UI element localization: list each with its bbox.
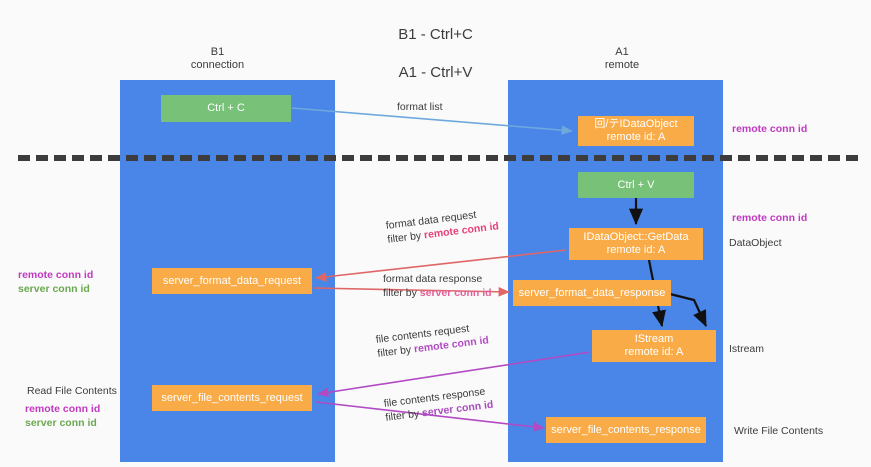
annotation-remote-conn-id-top-text: remote conn id <box>732 123 808 135</box>
filter-prefix: filter by <box>376 343 415 360</box>
annotation-left-server-conn-id: server conn id <box>18 283 90 295</box>
edge-label-format-data-response-line2: filter by server conn id <box>383 286 492 300</box>
annotation-left-conn-ids-2: remote conn id server conn id <box>25 402 100 430</box>
filter-prefix: filter by <box>384 407 423 424</box>
annotation-write-file-contents-text: Write File Contents <box>734 425 824 437</box>
edge-label-format-data-response-line1: format data response <box>383 273 483 285</box>
node-ctrl-v-label: Ctrl + V <box>617 178 655 191</box>
node-istream-text: IStream remote id: A <box>625 333 684 359</box>
node-ctrl-c[interactable]: Ctrl + C <box>161 95 291 122</box>
annotation-istream-text: Istream <box>729 343 765 355</box>
annotation-write-file-contents: Write File Contents <box>734 424 823 438</box>
node-ctrl-v[interactable]: Ctrl + V <box>578 172 694 198</box>
node-istream-line2: remote id: A <box>624 346 684 358</box>
annotation-dataobject-text: DataObject <box>729 237 782 249</box>
annotation-istream: Istream <box>729 342 764 356</box>
column-header-b1-line2: connection <box>190 59 245 71</box>
edge-label-file-contents-response: file contents response filter by server … <box>383 384 494 425</box>
node-idataobject-getdata[interactable]: IDataObject::GetData remote id: A <box>569 228 703 260</box>
node-istream[interactable]: IStream remote id: A <box>592 330 716 362</box>
column-header-b1-line1: B1 <box>210 46 225 58</box>
filter-prefix: filter by <box>383 287 420 299</box>
node-server-file-contents-request[interactable]: server_file_contents_request <box>152 385 312 411</box>
annotation-remote-conn-id-mid-text: remote conn id <box>732 212 808 224</box>
annotation-read-file-contents: Read File Contents <box>27 384 117 398</box>
node-idataobject-line1: 回/テIDataObject <box>594 118 678 130</box>
title-line-1: B1 - Ctrl+C <box>398 26 473 43</box>
annotation-dataobject: DataObject <box>729 236 782 250</box>
node-istream-line1: IStream <box>634 333 674 345</box>
filter-prefix: filter by <box>386 229 425 246</box>
node-ctrl-c-label: Ctrl + C <box>207 102 245 114</box>
node-idataobject-line2: remote id: A <box>606 131 666 143</box>
node-server-format-data-response[interactable]: server_format_data_response <box>513 280 671 306</box>
column-header-a1-line2: remote <box>604 59 640 71</box>
annotation-read-file-contents-text: Read File Contents <box>27 385 117 397</box>
node-server-format-data-request[interactable]: server_format_data_request <box>152 268 312 294</box>
node-server-file-contents-response-label: server_file_contents_response <box>551 423 701 436</box>
node-getdata-line1: IDataObject::GetData <box>583 231 689 243</box>
node-server-file-contents-response[interactable]: server_file_contents_response <box>546 417 706 443</box>
annotation-left-conn-ids: remote conn id server conn id <box>18 268 93 296</box>
annotation-remote-conn-id-mid: remote conn id <box>732 211 807 225</box>
edge-label-format-list-text: format list <box>397 101 443 113</box>
column-header-b1: B1 connection <box>155 46 280 72</box>
edge-label-format-data-response: format data response filter by server co… <box>383 272 492 300</box>
node-getdata-text: IDataObject::GetData remote id: A <box>583 231 688 257</box>
column-header-a1: A1 remote <box>557 46 687 72</box>
filter-key-server-conn-id: server conn id <box>419 287 492 299</box>
edge-label-format-data-request: format data request filter by remote con… <box>385 205 500 246</box>
node-idataobject-text: 回/テIDataObject remote id: A <box>594 118 677 144</box>
node-server-file-contents-request-label: server_file_contents_request <box>161 391 303 404</box>
node-getdata-line2: remote id: A <box>606 244 666 256</box>
edge-label-format-list: format list <box>397 100 443 114</box>
node-server-format-data-request-label: server_format_data_request <box>162 274 302 287</box>
column-header-a1-line1: A1 <box>615 46 629 58</box>
annotation-remote-conn-id-top: remote conn id <box>732 122 807 136</box>
annotation-left-server-conn-id-2: server conn id <box>25 417 97 429</box>
title-line-2: A1 - Ctrl+V <box>398 64 473 81</box>
phase-divider <box>18 155 858 161</box>
annotation-left-remote-conn-id: remote conn id <box>18 269 94 281</box>
page-title: B1 - Ctrl+C A1 - Ctrl+V <box>0 6 871 101</box>
node-idataobject[interactable]: 回/テIDataObject remote id: A <box>578 116 694 146</box>
annotation-left-remote-conn-id-2: remote conn id <box>25 403 101 415</box>
node-server-format-data-response-label: server_format_data_response <box>518 286 666 299</box>
edge-label-file-contents-request: file contents request filter by remote c… <box>375 319 490 360</box>
